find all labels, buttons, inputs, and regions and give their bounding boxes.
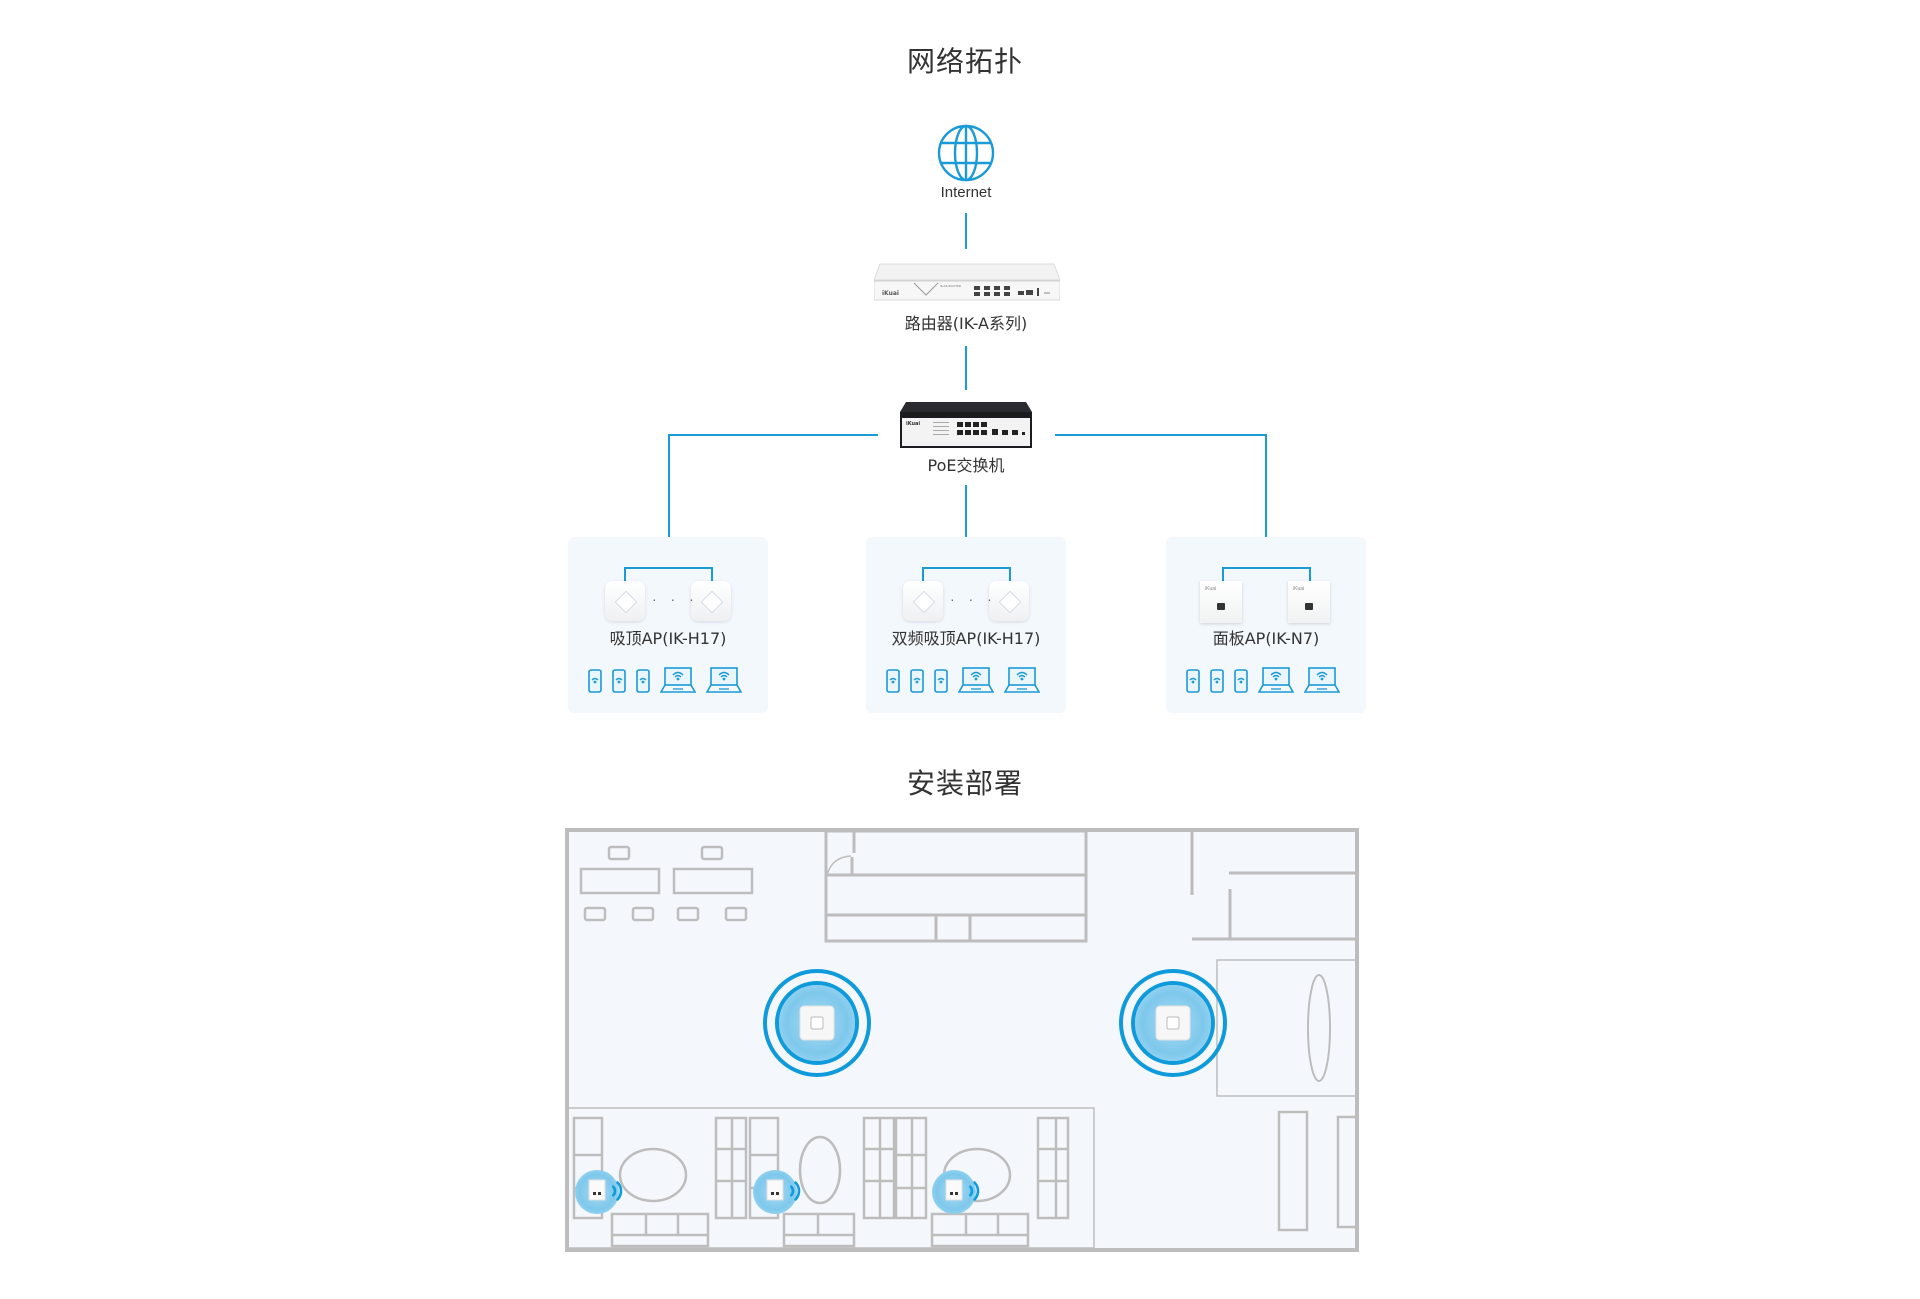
wifi-signal-icon (778, 969, 856, 997)
ap-link-right (1009, 567, 1011, 581)
link-switch-right-v (1265, 434, 1267, 566)
ap-link-left (922, 567, 924, 581)
ceiling-ap-marker (763, 969, 871, 1077)
ap-group-label: 双频吸顶AP(IK-H17) (891, 629, 1041, 648)
client-devices (886, 667, 1041, 698)
ap-group-card: iKuai iKuai 面板AP(IK-N7) (1166, 537, 1366, 713)
deployment-title: 安装部署 (906, 767, 1023, 800)
wifi-signal-icon (763, 984, 791, 1062)
link-router-switch (965, 346, 967, 390)
svg-text:iKuai: iKuai (882, 290, 899, 297)
laptop-icon (1303, 667, 1341, 698)
link-switch-center-v (965, 485, 967, 566)
wifi-signal-icon (611, 1181, 623, 1201)
internet-label: Internet (940, 184, 992, 201)
laptop-icon (1257, 667, 1295, 698)
more-aps-ellipsis: · · · (652, 591, 699, 607)
panel-ap-icon: iKuai (1200, 581, 1242, 623)
ap-link-left (624, 567, 626, 581)
panel-ap-marker (575, 1170, 623, 1214)
outer-wall (565, 828, 1359, 1252)
ap-link-right (1309, 567, 1311, 581)
ap-group-label: 吸顶AP(IK-H17) (609, 629, 727, 648)
wifi-signal-icon (843, 984, 871, 1062)
link-switch-left-h (668, 434, 878, 436)
wifi-signal-icon (1134, 1049, 1212, 1077)
wifi-signal-icon (1199, 984, 1227, 1062)
switch-label: PoE交换机 (927, 456, 1005, 475)
phone-icon (1186, 669, 1200, 698)
poe-switch-device: iKuai (900, 402, 1032, 448)
phone-icon (910, 669, 924, 698)
ceiling-ap-icon (989, 581, 1029, 621)
ap-link-left (1222, 567, 1224, 581)
phone-icon (1210, 669, 1224, 698)
more-aps-ellipsis: · · · (950, 591, 997, 607)
globe-icon (937, 124, 995, 182)
ap-link-h (1222, 567, 1311, 569)
phone-icon (934, 669, 948, 698)
router-device: iKuai IK-A6 ROUTER (874, 263, 1060, 301)
client-devices (1186, 667, 1341, 698)
phone-icon (612, 669, 626, 698)
client-devices (588, 667, 743, 698)
panel-ap-marker (932, 1170, 980, 1214)
ceiling-ap-icon (605, 581, 645, 621)
ap-group-card: · · · 吸顶AP(IK-H17) (568, 537, 768, 713)
panel-ap-marker (753, 1170, 801, 1214)
ceiling-ap-icon (903, 581, 943, 621)
wifi-signal-icon (1134, 969, 1212, 997)
wifi-signal-icon (789, 1181, 801, 1201)
phone-icon (588, 669, 602, 698)
topology-title: 网络拓扑 (906, 45, 1023, 78)
wifi-signal-icon (968, 1181, 980, 1201)
ap-link-right (711, 567, 713, 581)
ap-group-label: 面板AP(IK-N7) (1212, 629, 1320, 648)
link-internet-router (965, 213, 967, 249)
panel-ap-icon: iKuai (1288, 581, 1330, 623)
laptop-icon (957, 667, 995, 698)
svg-text:IK-A6 ROUTER: IK-A6 ROUTER (940, 284, 961, 288)
router-label: 路由器(IK-A系列) (904, 314, 1028, 333)
laptop-icon (659, 667, 697, 698)
link-switch-right-h (1055, 434, 1267, 436)
phone-icon (886, 669, 900, 698)
ceiling-ap-marker (1119, 969, 1227, 1077)
wifi-signal-icon (1119, 984, 1147, 1062)
svg-text:iKuai: iKuai (906, 421, 920, 427)
phone-icon (636, 669, 650, 698)
laptop-icon (705, 667, 743, 698)
wifi-signal-icon (778, 1049, 856, 1077)
ceiling-ap-icon (691, 581, 731, 621)
floor-plan (565, 828, 1359, 1252)
ap-group-card: · · · 双频吸顶AP(IK-H17) (866, 537, 1066, 713)
laptop-icon (1003, 667, 1041, 698)
ap-link-h (922, 567, 1011, 569)
office-block (824, 829, 1088, 943)
ap-link-h (624, 567, 713, 569)
phone-icon (1234, 669, 1248, 698)
conference-tables (579, 845, 754, 922)
link-switch-left-v (668, 434, 670, 566)
